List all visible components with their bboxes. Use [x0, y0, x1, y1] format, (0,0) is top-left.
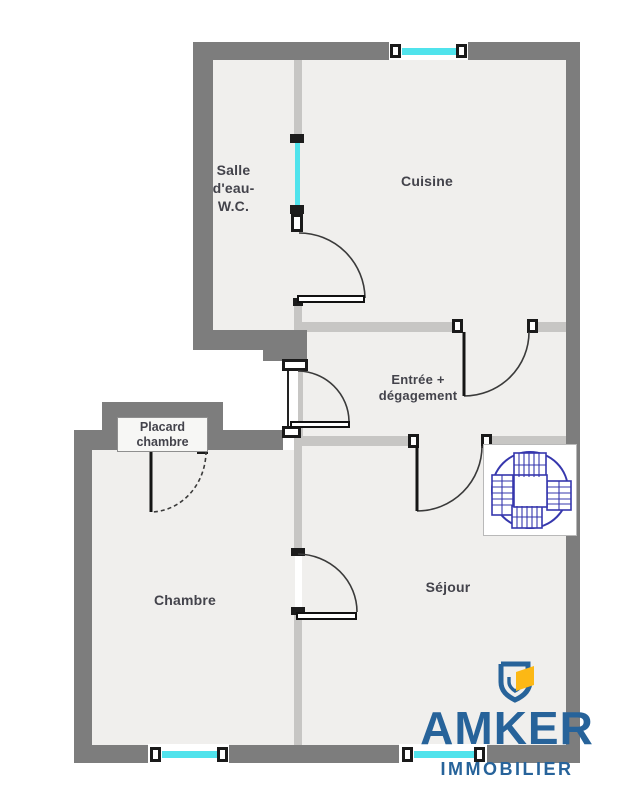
glass-partition-cap-bottom: [290, 205, 304, 214]
closet-label-line1: Placard: [139, 420, 186, 434]
room-label-bathroom-line3: W.C.: [217, 198, 250, 214]
outer-wall-bedroom-top-left: [74, 430, 102, 450]
entrance-door-post-top: [282, 359, 308, 371]
spiral-staircase-icon: [483, 444, 577, 536]
shield-flag-icon: [498, 661, 534, 703]
window-top-glass: [402, 48, 456, 55]
wall-kitchen-hallway-b: [533, 322, 566, 332]
wall-bathroom-kitchen: [294, 60, 302, 137]
closet-label-box: Placard chambre: [117, 417, 208, 452]
window-top-bracket-left: [390, 44, 401, 58]
room-label-hallway: Entrée + dégagement: [348, 372, 488, 404]
wall-hallway-living-a: [302, 436, 413, 446]
window-bedroom-bracket-right: [217, 747, 228, 762]
room-label-bathroom-line1: Salle: [216, 162, 251, 178]
window-living-bracket-left: [402, 747, 413, 762]
window-top-bracket-right: [456, 44, 467, 58]
door-post-bathroom: [291, 214, 303, 232]
room-label-hallway-line1: Entrée +: [391, 372, 445, 387]
wall-bathroom-kitchen-lower: [294, 305, 302, 336]
window-bedroom-bracket-left: [150, 747, 161, 762]
wall-bedroom-living-lower: [294, 613, 302, 745]
wall-hallway-living-b: [487, 436, 566, 446]
outer-wall-left-lower: [74, 430, 92, 763]
outer-wall-corner-stub: [263, 330, 307, 361]
room-label-hallway-line2: dégagement: [378, 388, 458, 403]
outer-wall-right: [566, 42, 580, 763]
closet-label-line2: chambre: [136, 435, 189, 449]
wall-cap-living-upper: [291, 548, 305, 556]
door-leaf-entrance: [290, 421, 350, 428]
glass-partition-cap-top: [290, 134, 304, 143]
flag-shape: [516, 666, 534, 691]
room-label-kitchen: Cuisine: [401, 173, 453, 189]
outer-wall-bedroom-top-right: [223, 430, 283, 450]
outer-wall-bathroom-bottom: [193, 330, 283, 350]
floor-upper-block: [213, 60, 566, 332]
entrance-passage: [287, 371, 298, 438]
door-post-hallway-s-left: [408, 434, 419, 448]
outer-wall-left-upper: [193, 42, 213, 350]
brand-name: AMKER: [420, 702, 594, 754]
brand-tagline: IMMOBILIER: [440, 759, 574, 779]
room-label-bedroom: Chambre: [153, 592, 217, 608]
window-living-glass: [414, 751, 474, 758]
wall-bedroom-living-upper: [294, 436, 302, 550]
room-label-bathroom-line2: d'eau-: [212, 180, 255, 196]
door-leaf-bathroom: [297, 295, 365, 303]
door-post-hallway-ne-right: [527, 319, 538, 333]
room-label-living: Séjour: [425, 579, 471, 595]
wall-kitchen-hallway-a: [302, 322, 455, 332]
glass-partition: [295, 143, 300, 205]
room-label-bathroom: Salle d'eau- W.C.: [186, 161, 281, 215]
window-bedroom-glass: [162, 751, 217, 758]
door-post-hallway-ne-left: [452, 319, 463, 333]
door-leaf-bedroom-living: [296, 612, 357, 620]
window-living-bracket-right: [474, 747, 485, 762]
outer-wall-top: [193, 42, 580, 60]
